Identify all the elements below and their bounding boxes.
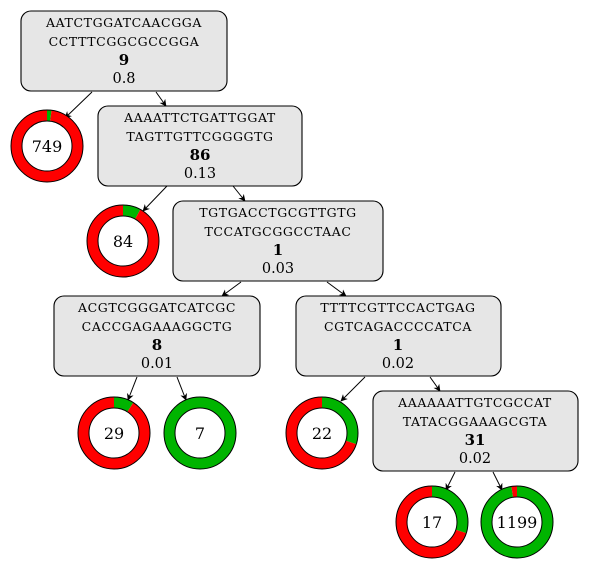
leaf-ring-green <box>47 110 52 122</box>
tree-node: TGTGACCTGCGTTGTG TCCATGCGGCCTAAC 1 0.03 <box>172 200 384 282</box>
leaf-ring-outline <box>163 396 237 470</box>
tree-node: AATCTGGATCAACGGA CCTTTCGGCGCCGGA 9 0.8 <box>20 10 228 92</box>
node-sequence-line-2: TAGTTGTTCGGGGTG <box>126 129 273 144</box>
node-sequence-line-1: AATCTGGATCAACGGA <box>45 15 202 30</box>
node-sequence-line-1: TGTGACCTGCGTTGTG <box>199 205 357 220</box>
leaf-ring-green <box>432 486 469 534</box>
edge-n2-n4 <box>326 281 347 297</box>
edge-n5-l5 <box>445 471 456 491</box>
tree-node: ACGTCGGGATCATCGC CACCGAGAAAGGCTG 8 0.01 <box>53 295 261 377</box>
node-value: 0.02 <box>459 451 491 467</box>
leaf-ring-red <box>396 486 467 558</box>
leaf-count: 84 <box>113 232 133 251</box>
tree-node: TTTTCGTTCCACTGAG CGTCAGACCCCATCA 1 0.02 <box>295 295 502 377</box>
leaf-ring-green <box>322 397 359 445</box>
node-value: 0.13 <box>184 166 216 182</box>
leaf-donut: 84 <box>86 204 160 278</box>
leaf-ring-outline <box>86 204 160 278</box>
leaf-donut: 17 <box>395 485 469 559</box>
leaf-donut: 29 <box>77 396 151 470</box>
leaf-center <box>491 496 543 548</box>
node-value: 0.02 <box>382 356 414 372</box>
leaf-count: 749 <box>32 137 63 156</box>
node-index: 8 <box>152 336 162 354</box>
leaf-ring-red <box>285 397 357 469</box>
leaf-center <box>174 407 226 459</box>
leaf-ring-outline <box>10 109 84 183</box>
node-sequence-line-1: AAAATTCTGATTGGAT <box>123 110 276 125</box>
node-index: 31 <box>465 431 486 449</box>
leaf-count: 17 <box>422 513 442 532</box>
leaf-ring-red <box>511 486 517 498</box>
edge-n1-l1 <box>142 185 168 212</box>
edge-n5-l6 <box>492 471 503 491</box>
node-sequence-line-2: CGTCAGACCCCATCA <box>324 319 472 334</box>
leaf-center <box>296 407 348 459</box>
edge-n0-n1 <box>155 91 167 107</box>
leaf-donut: 1199 <box>480 485 554 559</box>
node-sequence-line-1: ACGTCGGGATCATCGC <box>77 300 236 315</box>
node-sequence-line-2: TATACGGAAAGCGTA <box>403 414 548 429</box>
node-sequence-line-1: AAAAAATTGTCGCCAT <box>397 395 552 410</box>
node-index: 1 <box>393 336 403 354</box>
leaf-ring-outline <box>395 485 469 559</box>
leaf-center <box>406 496 458 548</box>
node-index: 1 <box>273 241 283 259</box>
edge-n4-l4 <box>340 376 366 402</box>
node-value: 0.8 <box>112 71 135 87</box>
leaf-ring-outline <box>480 485 554 559</box>
tree-node: AAAAAATTGTCGCCAT TATACGGAAAGCGTA 31 0.02 <box>372 390 579 472</box>
leaf-count: 1199 <box>497 513 538 532</box>
leaf-donut: 22 <box>285 396 359 470</box>
leaf-center <box>21 120 73 172</box>
leaf-ring-outline <box>285 396 359 470</box>
tree-node: AAAATTCTGATTGGAT TAGTTGTTCGGGGTG 86 0.13 <box>97 105 303 187</box>
node-value: 0.03 <box>262 261 294 277</box>
leaf-donut: 7 <box>163 396 237 470</box>
edge-n4-n5 <box>429 376 441 392</box>
node-sequence-line-1: TTTTCGTTCCACTGAG <box>320 300 475 315</box>
leaf-count: 22 <box>312 424 332 443</box>
leaf-center <box>88 407 140 459</box>
node-sequence-line-2: TCCATGCGGCCTAAC <box>204 224 351 239</box>
edge-n3-l2 <box>127 376 138 401</box>
node-sequence-line-2: CCTTTCGGCGCCGGA <box>49 34 200 49</box>
leaf-ring-outline <box>77 396 151 470</box>
leaf-count: 29 <box>104 424 124 443</box>
leaf-ring-green <box>123 205 141 220</box>
edges <box>64 91 503 491</box>
node-index: 86 <box>190 146 211 164</box>
leaf-donut: 749 <box>10 109 84 183</box>
node-sequence-line-2: CACCGAGAAAGGCTG <box>82 319 233 334</box>
edge-n1-n2 <box>232 185 246 202</box>
edge-n3-l3 <box>176 376 187 401</box>
leaf-center <box>97 215 149 267</box>
node-value: 0.01 <box>141 356 173 372</box>
edge-n0-l0 <box>64 91 93 119</box>
leaf-count: 7 <box>195 424 205 443</box>
node-index: 9 <box>119 51 129 69</box>
edge-n2-n3 <box>221 281 242 297</box>
